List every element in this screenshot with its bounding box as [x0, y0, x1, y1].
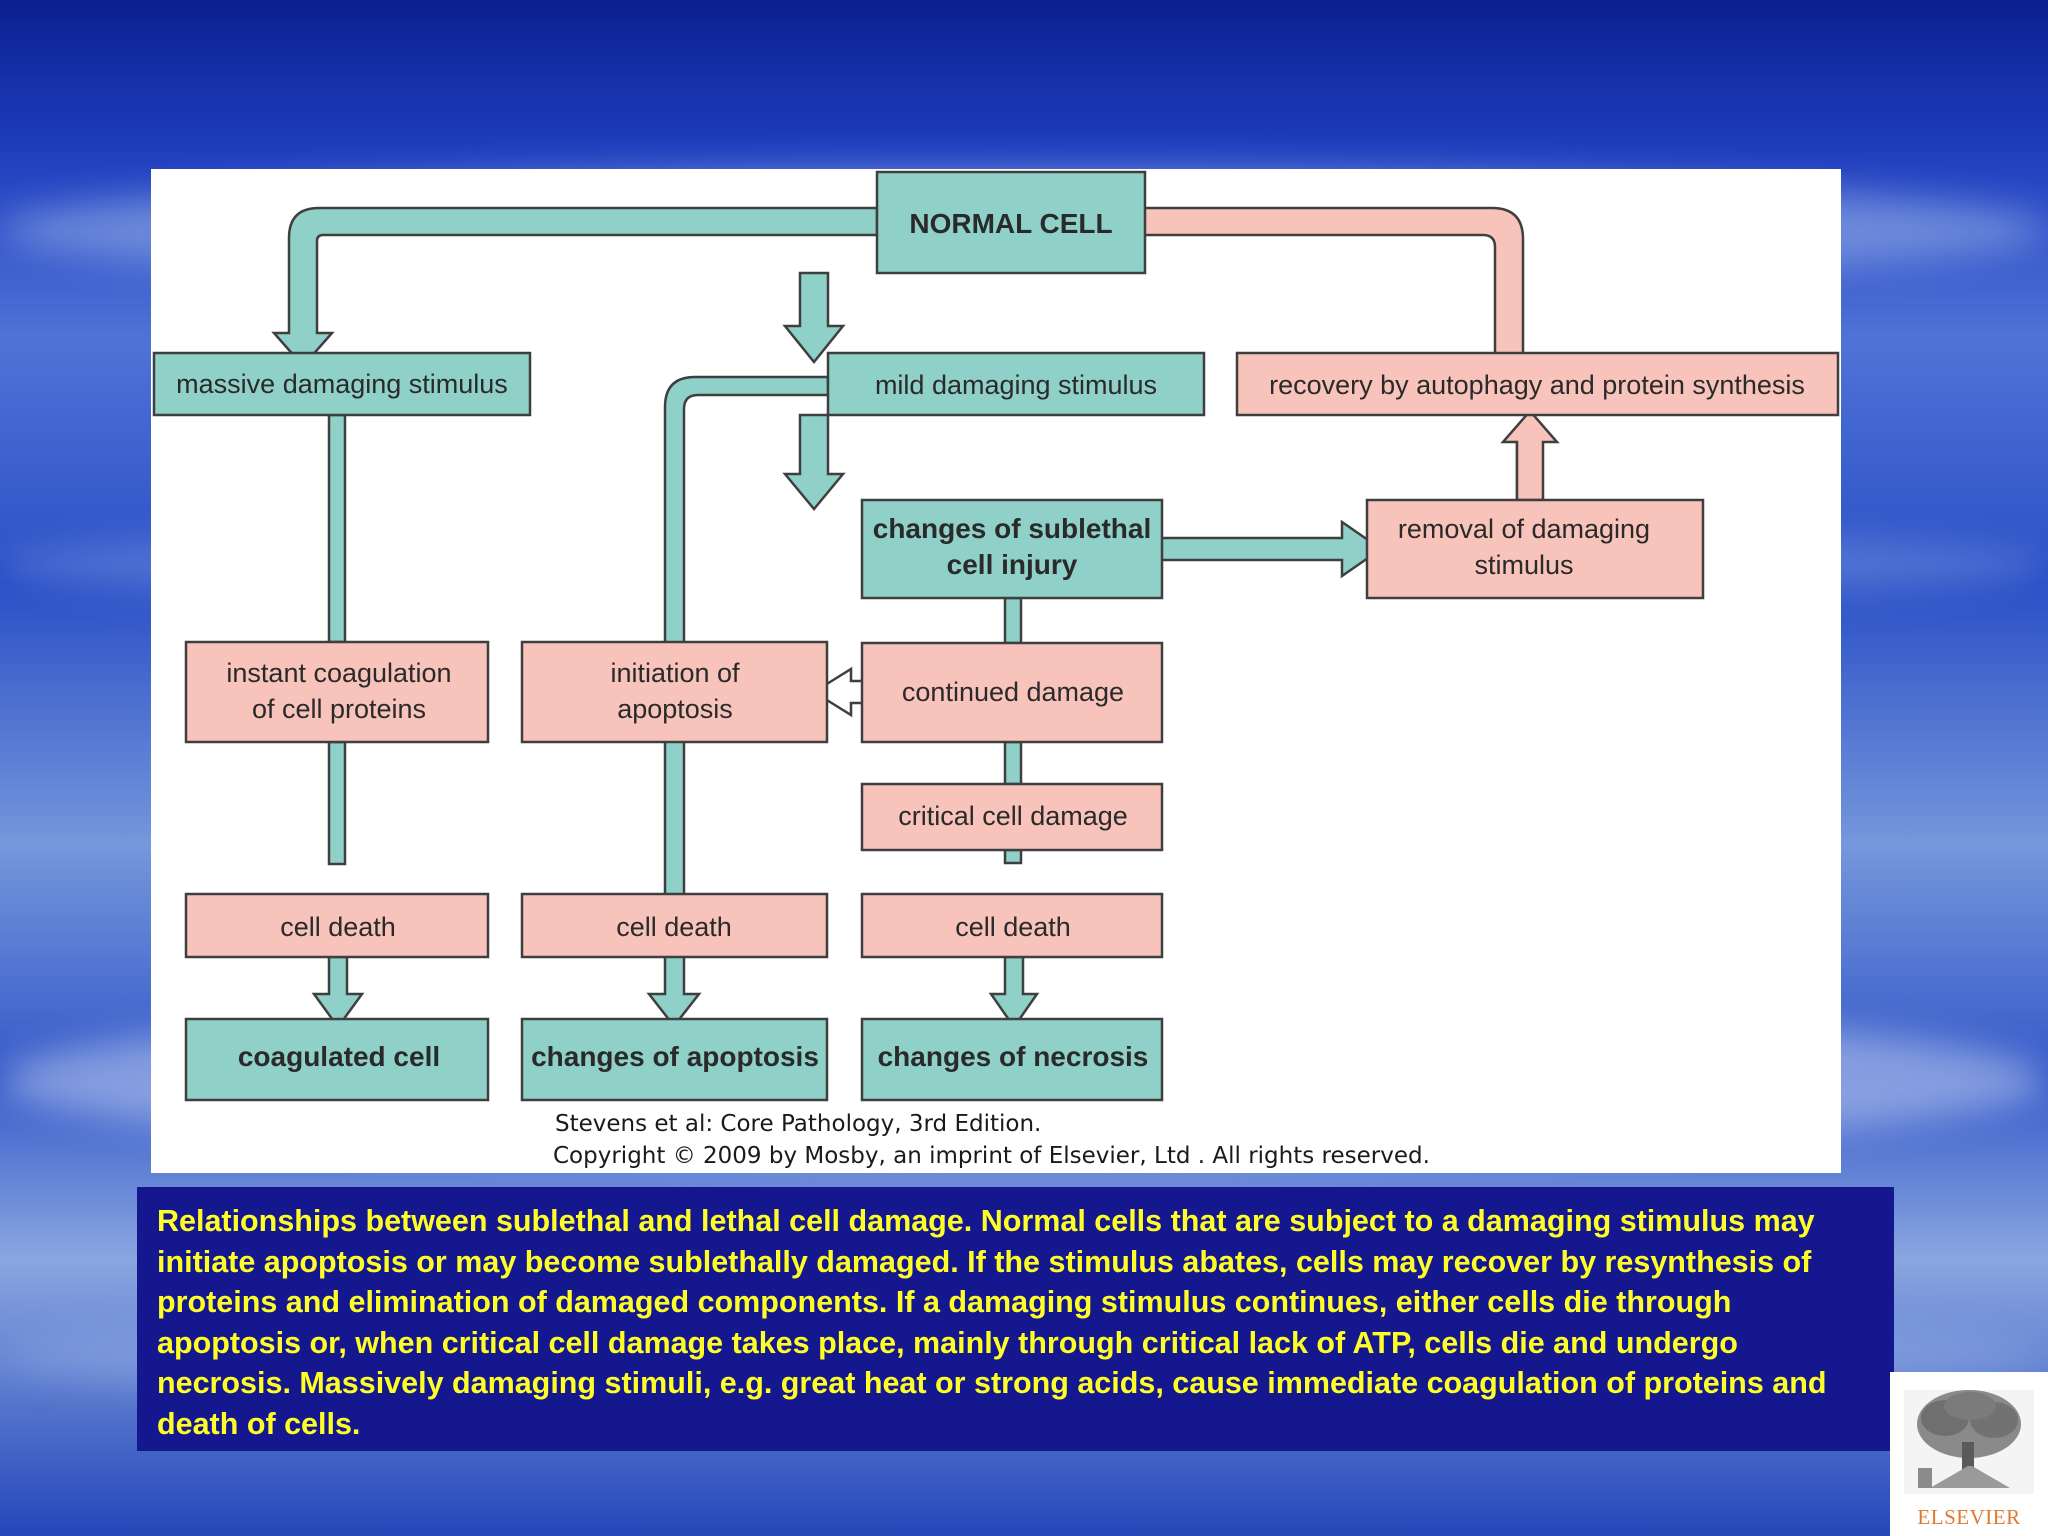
- label-coagulated-cell: coagulated cell: [238, 1041, 440, 1072]
- node-massive-stimulus: [152, 351, 532, 417]
- label-cell-death-2: cell death: [616, 912, 732, 942]
- label-coagulation-line1: instant coagulation: [226, 658, 451, 688]
- label-recovery: recovery by autophagy and protein synthe…: [1269, 370, 1805, 400]
- node-mild-stimulus: [826, 351, 1206, 417]
- label-sublethal-line2: cell injury: [947, 549, 1078, 580]
- credit-line-2: Copyright © 2009 by Mosby, an imprint of…: [553, 1143, 1430, 1169]
- arrow-death-to-necrosis: [988, 955, 1040, 1030]
- node-critical-damage: [860, 782, 1164, 852]
- label-mild-stimulus: mild damaging stimulus: [875, 370, 1157, 400]
- node-cell-death-3: [860, 892, 1164, 959]
- label-massive-stimulus: massive damaging stimulus: [176, 369, 508, 399]
- node-removal-stimulus: [1365, 498, 1705, 600]
- flowchart-canvas: NORMAL CELL massive damaging stimulus mi…: [152, 170, 1840, 1169]
- label-critical-damage: critical cell damage: [898, 801, 1128, 831]
- node-coagulated-cell: [184, 1017, 490, 1102]
- node-sublethal-injury: [860, 498, 1164, 600]
- line-massive-to-coagulation: [327, 413, 347, 644]
- publisher-logo: ELSEVIER: [1890, 1372, 2048, 1536]
- label-apoptosis-init-line2: apoptosis: [617, 694, 733, 724]
- publisher-name: ELSEVIER: [1917, 1505, 2021, 1529]
- caption-box: Relationships between sublethal and leth…: [137, 1187, 1894, 1451]
- arrow-removal-to-recovery-shaft: [1500, 409, 1560, 502]
- label-coagulation-line2: of cell proteins: [252, 694, 426, 724]
- arrow-sublethal-to-removal: [1159, 519, 1384, 579]
- node-normal-cell: [875, 170, 1147, 275]
- node-continued-damage: [860, 641, 1164, 744]
- arrow-death-to-coagulated: [311, 955, 365, 1030]
- label-cell-death-3: cell death: [955, 912, 1071, 942]
- node-recovery: [1235, 351, 1840, 417]
- label-changes-necrosis: changes of necrosis: [878, 1041, 1149, 1072]
- tree-logo-icon: [1904, 1390, 2034, 1494]
- line-critical-to-death: [1003, 848, 1023, 865]
- label-removal-line2: stimulus: [1474, 550, 1573, 580]
- caption-text: Relationships between sublethal and leth…: [157, 1204, 1827, 1441]
- label-cell-death-1: cell death: [280, 912, 396, 942]
- arrow-normal-to-mild: [782, 271, 846, 364]
- label-apoptosis-init-line1: initiation of: [610, 658, 740, 688]
- arrow-mild-to-apoptosis: [646, 375, 830, 1029]
- label-continued-damage: continued damage: [902, 677, 1124, 707]
- node-instant-coagulation: [184, 640, 490, 744]
- line-sublethal-to-continued: [1003, 596, 1023, 645]
- node-cell-death-1: [184, 892, 490, 959]
- node-cell-death-2: [520, 892, 829, 959]
- arrow-mild-to-sublethal: [782, 413, 846, 511]
- label-removal-line1: removal of damaging: [1398, 514, 1650, 544]
- arrow-normal-to-massive: [271, 206, 879, 368]
- credit-line-1: Stevens et al: Core Pathology, 3rd Editi…: [555, 1111, 1041, 1137]
- label-sublethal-line1: changes of sublethal: [873, 513, 1152, 544]
- line-continued-to-critical: [1003, 740, 1023, 786]
- cell-damage-flowchart: NORMAL CELL massive damaging stimulus mi…: [151, 169, 1841, 1173]
- node-initiation-apoptosis: [520, 640, 829, 744]
- line-coagulation-to-death: [327, 740, 347, 866]
- node-changes-apoptosis: [520, 1017, 829, 1102]
- label-normal-cell: NORMAL CELL: [909, 208, 1112, 239]
- node-changes-necrosis: [860, 1017, 1164, 1102]
- label-changes-apoptosis: changes of apoptosis: [531, 1041, 819, 1072]
